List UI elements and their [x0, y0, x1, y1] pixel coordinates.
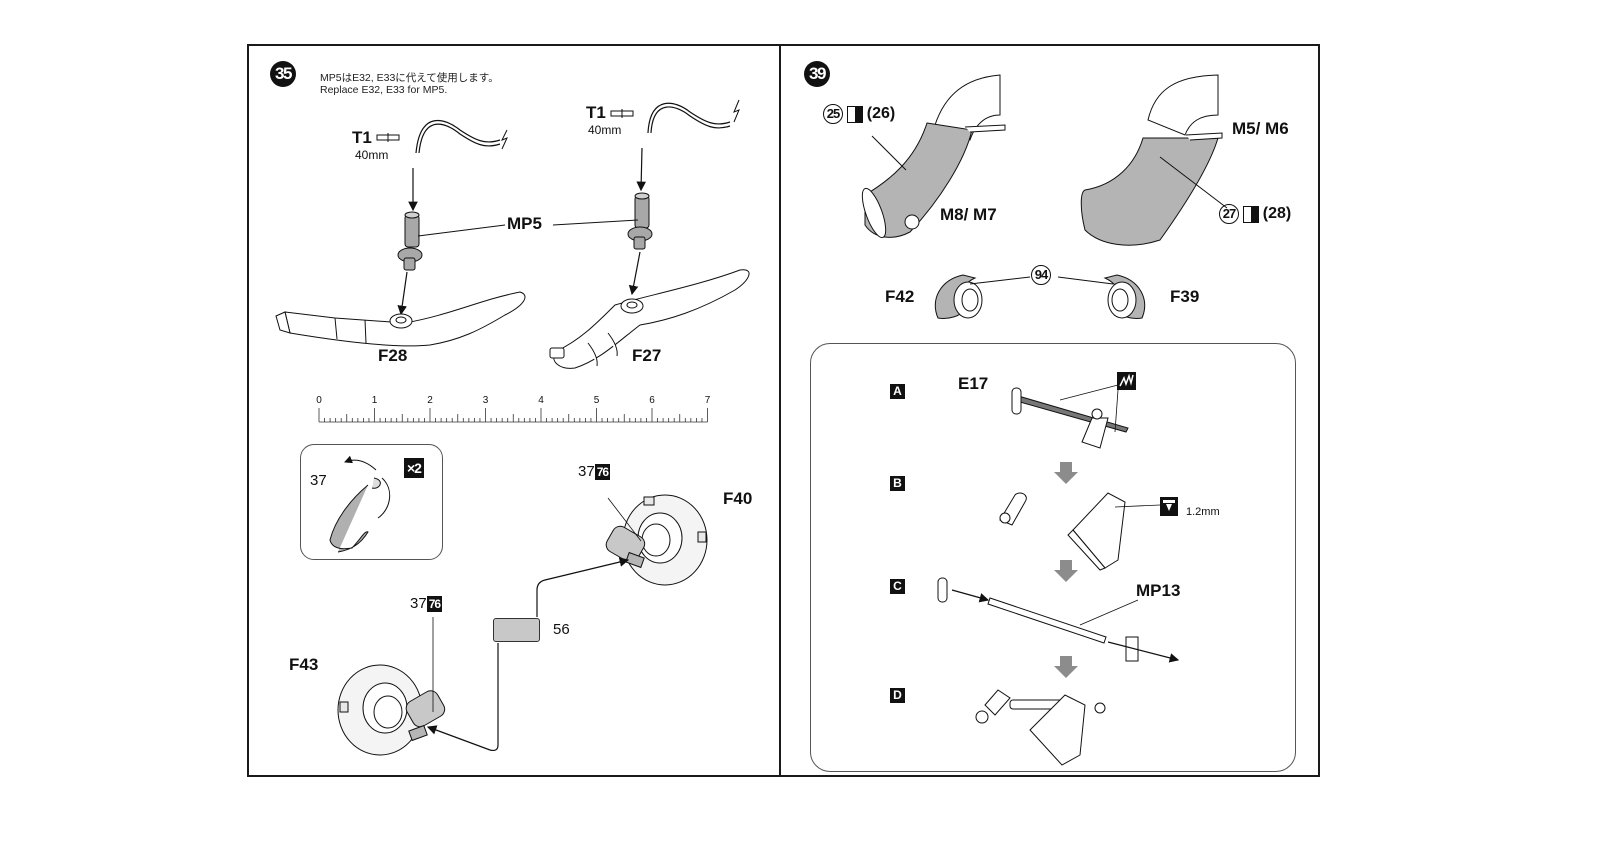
mirror-symbol-icon — [846, 105, 863, 123]
ruler-number: 7 — [704, 395, 711, 406]
part-f27-drawing — [549, 269, 750, 369]
tube-part-label-right: T1 — [586, 103, 606, 122]
decal-number: 37 — [410, 595, 427, 612]
sub-step-label-c: C — [890, 579, 905, 594]
panel-divider — [779, 44, 781, 777]
ruler-number: 4 — [538, 395, 544, 406]
duct-m5-m6-drawing — [1080, 74, 1223, 246]
decal-label-right-duct: 27 (28) — [1219, 204, 1291, 224]
sub-assembly-box — [810, 343, 1296, 772]
decal-boxed-number: 76 — [426, 596, 443, 612]
flow-down-arrow-icon — [1054, 462, 1078, 484]
instruction-sheet-frame — [247, 44, 1320, 777]
part-label-e17: E17 — [958, 374, 989, 393]
tube-length-label-right: 40mm — [588, 123, 622, 137]
decal-label-left-duct: 25 (26) — [823, 104, 895, 124]
part-label-f39: F39 — [1170, 287, 1200, 306]
part-label-f43: F43 — [289, 655, 319, 674]
detail-decal-number: 37 — [310, 472, 327, 489]
tape-56-swatch — [493, 618, 540, 642]
tube-size-symbol-left — [376, 133, 400, 142]
decal-number-circled: 25 — [823, 104, 843, 124]
mp5-part-right — [627, 192, 653, 250]
ruler-number: 0 — [316, 395, 322, 406]
flow-arrows — [1054, 462, 1078, 678]
flow-down-arrow-icon — [1054, 656, 1078, 678]
sub-step-d-drawing — [975, 689, 1106, 766]
decal-number: 37 — [578, 463, 595, 480]
clip-detail-box — [300, 444, 443, 560]
tube-length-label-left: 40mm — [355, 148, 389, 162]
mp5-part-left — [397, 211, 423, 271]
arrow-tube-to-mp5-right — [636, 147, 646, 192]
ruler-number: 3 — [482, 395, 489, 406]
ruler-number: 6 — [649, 395, 655, 406]
ruler-number: 2 — [427, 395, 433, 406]
mp5-part-label: MP5 — [507, 214, 542, 233]
sub-step-label-b: B — [890, 476, 905, 491]
part-label-f42: F42 — [885, 287, 915, 306]
ring-f39-drawing — [1103, 274, 1146, 319]
decal-number-circled: 27 — [1219, 204, 1239, 224]
flow-down-arrow-icon — [1054, 560, 1078, 582]
part-f28-drawing — [275, 291, 526, 347]
part-label-mp13: MP13 — [1136, 581, 1181, 600]
sub-step-label-a: A — [890, 384, 905, 399]
sub-step-a-drawing — [1011, 387, 1129, 449]
mirror-symbol-icon — [1242, 205, 1259, 223]
ruler-number: 1 — [371, 395, 378, 406]
part-label-m8-m7: M8/ M7 — [940, 205, 997, 224]
instruction-note-en: Replace E32, E33 for MP5. — [320, 84, 448, 96]
step-number-badge-35: 35 — [270, 61, 296, 87]
part-label-f27: F27 — [632, 346, 662, 365]
decal-alt-label: (26) — [866, 105, 896, 122]
instruction-note-jp: MP5はE32, E33に代えて使用します。 — [320, 72, 499, 84]
quantity-multiplier-badge: ×2 — [404, 458, 424, 478]
duct-m8-m7-drawing — [861, 74, 1006, 239]
decal-boxed-number: 76 — [594, 464, 611, 480]
tube-t1-right-icon — [647, 99, 740, 134]
drill-size-label: 1.2mm — [1186, 506, 1220, 518]
drill-icon — [1160, 497, 1178, 516]
sub-step-b-drawing — [999, 492, 1126, 571]
clip-strap-detail-drawing — [329, 455, 391, 553]
ring-f42-drawing — [934, 274, 983, 319]
part-label-f28: F28 — [378, 346, 408, 365]
turbo-f43-drawing — [337, 664, 446, 756]
tube-part-label-left: T1 — [352, 128, 372, 147]
tube-size-symbol-right — [610, 109, 634, 118]
tape-number-label: 56 — [553, 621, 570, 638]
decal-number-circled: 94 — [1031, 265, 1051, 285]
decal-alt-label: (28) — [1262, 205, 1292, 222]
ring-decal-label: 94 — [1031, 265, 1051, 285]
sub-step-label-d: D — [890, 688, 905, 703]
part-label-f40: F40 — [723, 489, 753, 508]
measurement-ruler — [318, 408, 708, 423]
tube-t1-left-icon — [415, 119, 508, 154]
turbo-f40-drawing — [605, 494, 708, 586]
step-number-badge-39: 39 — [804, 61, 830, 87]
part-label-m5-m6: M5/ M6 — [1232, 119, 1289, 138]
ruler-number: 5 — [593, 395, 600, 406]
